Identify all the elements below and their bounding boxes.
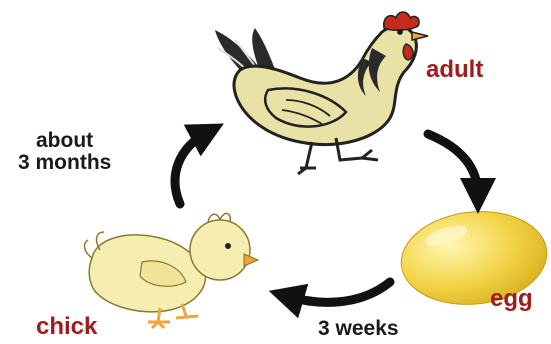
duration-chick-to-adult-line2: 3 months: [18, 152, 111, 174]
duration-chick-to-adult: about 3 months: [18, 130, 111, 174]
stage-label-egg: egg: [490, 286, 533, 311]
stage-label-adult: adult: [426, 57, 483, 82]
arrow-egg-to-chick: [286, 282, 390, 302]
duration-chick-to-adult-line1: about: [18, 130, 111, 152]
arrow-adult-to-egg: [428, 134, 478, 196]
arrow-chick-to-adult: [175, 132, 208, 204]
hen-illustration: [215, 12, 428, 174]
duration-egg-to-chick: 3 weeks: [318, 318, 399, 340]
stage-label-chick: chick: [36, 314, 97, 339]
chick-illustration: [85, 213, 258, 328]
